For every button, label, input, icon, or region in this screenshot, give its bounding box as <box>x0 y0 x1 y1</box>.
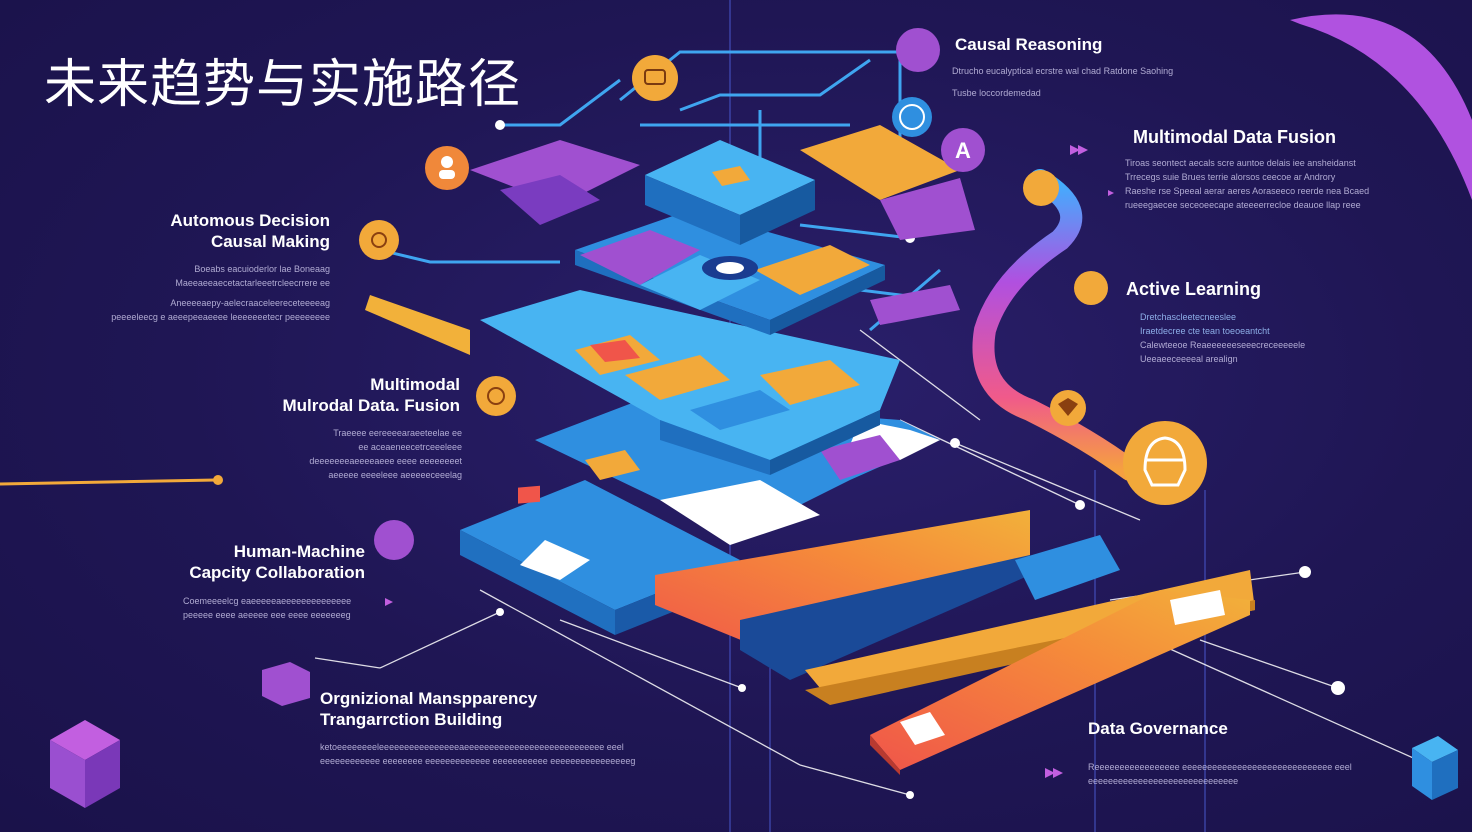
svg-text:A: A <box>955 138 971 163</box>
desc-organizational: ketoeeeeeeeeleeeeeeeeeeeeeeeeaeeeeeeeeee… <box>320 740 720 768</box>
desc-active-learning: Dretchascleetecneeslee Iraetdecree cte t… <box>1140 310 1360 366</box>
label-line: Mulrodal Data. Fusion <box>282 396 460 415</box>
desc-line: Dtrucho eucalyptical ecrstre wal chad Ra… <box>952 66 1174 76</box>
desc-multimodal-left: Traeeee eereeeearaeeteelae ee ee aceaene… <box>250 426 462 482</box>
desc-line: Dretchascleetecneeslee <box>1140 312 1237 322</box>
label-causal-reasoning: Causal Reasoning <box>955 35 1103 54</box>
badge-icon <box>632 55 678 101</box>
desc-line: Calewteeoe Reaeeeeeeseeecreceeeeele <box>1140 340 1306 350</box>
connector-dots <box>496 438 1345 799</box>
label-line: Orgnizional Manspparency <box>320 689 538 708</box>
desc-data-governance: Reeeeeeeeeeeeeeeee eeeeeeeeeeeeeeeeeeeee… <box>1088 760 1378 788</box>
layer-bottom <box>460 480 1255 775</box>
left-line <box>0 475 223 486</box>
page-title: 未来趋势与实施路径 <box>44 55 522 115</box>
desc-line: aeeeee eeeeleee aeeeeeceeelag <box>328 470 462 480</box>
desc-multimodal-right: Tiroas seontect aecals scre auntoe delai… <box>1125 156 1425 212</box>
data-stream <box>972 169 1141 481</box>
box-icon <box>262 662 310 706</box>
robot-head-icon <box>1123 421 1207 505</box>
orange-small-icon <box>1074 271 1108 305</box>
desc-line: Ueeaeeceeeeal arealign <box>1140 354 1238 364</box>
connector-lines <box>314 329 1441 796</box>
desc-line: eeeeeeeeeeee eeeeeeee eeeeeeeeeeeee eeee… <box>320 756 636 766</box>
desc-line: Coemeeeelcg eaeeeeeaeeeeeeeeeeeeee <box>183 596 352 606</box>
orange-dot-icon <box>1023 170 1059 206</box>
desc-line: ee aceaeneecetrceeeleee <box>358 442 462 452</box>
desc-line: Aneeeeaepy-aelecraaceleereceteeeeag <box>170 298 330 308</box>
label-line: Trangarrction Building <box>320 710 503 729</box>
desc-line: eeeeeeeeeeeeeeeeeeeeeeeeeeeeee <box>1088 776 1239 786</box>
top-cube <box>645 140 815 245</box>
desc-line: Iraetdecree cte tean toeoeantcht <box>1140 326 1270 336</box>
label-active-learning: Active Learning <box>1126 279 1262 299</box>
label-human-machine: Human-Machine Capcity Collaboration <box>130 541 365 583</box>
cube-icon <box>50 720 120 808</box>
desc-line: Boeabs eacuioderlor lae Boneaag <box>194 264 330 274</box>
desc-line: Maeeaeeaecetactarleeetrcleecrrere ee <box>175 278 330 288</box>
desc-line: peeeeleecg e aeeepeeaeeee leeeeeeetecr p… <box>111 312 330 322</box>
label-line: Causal Making <box>210 232 330 251</box>
letter-a-icon: A <box>941 128 985 172</box>
gear-icon <box>359 220 399 260</box>
person-icon <box>425 146 469 190</box>
desc-line: Reeeeeeeeeeeeeeeee eeeeeeeeeeeeeeeeeeeee… <box>1088 762 1352 772</box>
decor-arc <box>1290 14 1472 200</box>
desc-human-machine: Coemeeeelcg eaeeeeeaeeeeeeeeeeeeee peeee… <box>183 594 383 622</box>
small-cube-icon <box>1412 736 1458 800</box>
purple-node-icon <box>374 520 414 560</box>
label-line: Human-Machine <box>233 542 365 561</box>
desc-line: Tiroas seontect aecals scre auntoe delai… <box>1125 158 1356 168</box>
label-line: Multimodal <box>370 375 460 394</box>
label-line: Automous Decision <box>170 211 330 230</box>
desc-line: Raeshe rse Speeal aerar aeres Aoraseeco … <box>1125 186 1370 196</box>
desc-line: Tusbe loccordemedad <box>952 88 1041 98</box>
label-data-governance: Data Governance <box>1088 719 1228 738</box>
label-autonomous-decision: Automous Decision Causal Making <box>100 210 330 252</box>
label-line: Capcity Collaboration <box>189 563 365 582</box>
desc-line: rueeegaecee seceoeecape ateeeerrecloe de… <box>1125 200 1361 210</box>
desc-line: ketoeeeeeeeeleeeeeeeeeeeeeeeeaeeeeeeeeee… <box>320 742 624 752</box>
desc-causal-reasoning: Dtrucho eucalyptical ecrstre wal chad Ra… <box>952 64 1242 100</box>
lion-icon <box>476 376 516 416</box>
brain-icon <box>892 97 932 137</box>
chevron-icons <box>385 145 1114 778</box>
ribbon-bars <box>365 125 975 355</box>
desc-line: peeeee eeee aeeeee eee eeee eeeeeeeg <box>183 610 351 620</box>
label-organizational: Orgnizional Manspparency Trangarrction B… <box>320 688 537 730</box>
shield-icon <box>1050 390 1086 426</box>
layer-upper <box>575 210 885 335</box>
purple-dot-icon <box>896 28 940 72</box>
layer-middle <box>480 290 900 475</box>
label-multimodal-left: Multimodal Mulrodal Data. Fusion <box>220 374 460 416</box>
desc-line: Trrecegs suie Brues terrie alorsos ceeco… <box>1125 172 1336 182</box>
desc-line: Traeeee eereeeearaeeteelae ee <box>333 428 462 438</box>
desc-autonomous: Boeabs eacuioderlor lae Boneaag Maeeaeea… <box>90 262 330 324</box>
label-multimodal-right: Multimodal Data Fusion <box>1133 127 1337 147</box>
desc-line: deeeeeeeaeeeeaeee eeee eeeeeeeet <box>309 456 462 466</box>
